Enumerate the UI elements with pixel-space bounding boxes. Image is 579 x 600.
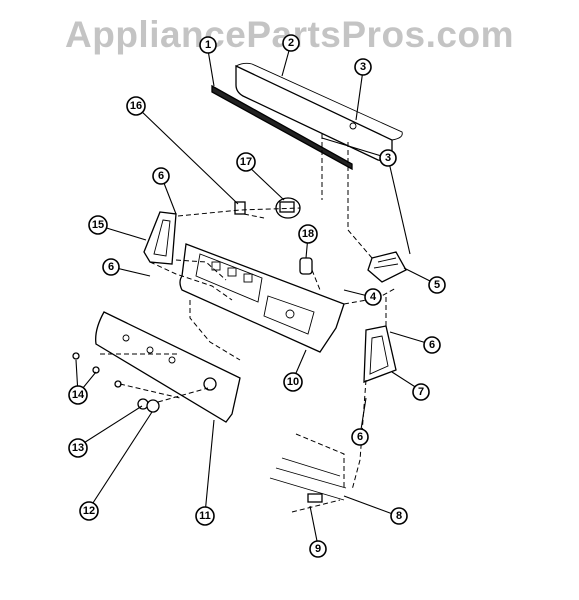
part-end-cap-right	[363, 325, 397, 383]
callout-label: 7	[418, 386, 424, 398]
callout-18: 18	[298, 224, 318, 244]
callout-7: 7	[412, 383, 430, 401]
callout-16: 16	[126, 96, 146, 116]
callout-13: 13	[68, 438, 88, 458]
callout-label: 6	[357, 431, 363, 443]
callout-label: 18	[302, 228, 314, 240]
part-end-cap-left	[143, 211, 177, 265]
callout-5: 5	[428, 276, 446, 294]
part-seal-strip	[211, 84, 353, 171]
callout-label: 5	[434, 279, 440, 291]
callout-label: 6	[429, 339, 435, 351]
callout-11: 11	[195, 506, 215, 526]
part-clip	[234, 201, 246, 215]
callout-label: 9	[315, 543, 321, 555]
part-timer	[367, 251, 407, 283]
callout-1: 1	[199, 36, 217, 54]
callout-6c: 6	[423, 336, 441, 354]
part-switch	[275, 197, 301, 219]
callout-12: 12	[79, 501, 99, 521]
callout-label: 8	[396, 510, 402, 522]
callout-3: 3	[354, 58, 372, 76]
callout-label: 10	[287, 376, 299, 388]
callout-label: 4	[370, 291, 377, 303]
callout-label: 6	[158, 170, 164, 182]
callout-label: 3	[385, 152, 391, 164]
callout-14: 14	[68, 385, 88, 405]
callout-label: 13	[72, 442, 84, 454]
callout-label: 1	[205, 39, 211, 51]
part-front-console	[95, 311, 241, 423]
callout-label: 14	[72, 389, 85, 401]
part-wiring-harness	[269, 433, 347, 513]
callout-9: 9	[309, 540, 327, 558]
callout-8: 8	[390, 507, 408, 525]
callout-4: 4	[364, 288, 382, 306]
callout-label: 17	[240, 156, 252, 168]
callout-15: 15	[88, 215, 108, 235]
callout-label: 15	[92, 219, 104, 231]
callout-10: 10	[283, 372, 303, 392]
part-buttons	[72, 352, 122, 388]
callout-6d: 6	[351, 428, 369, 446]
callout-label: 12	[83, 505, 95, 517]
callout-6a: 6	[152, 167, 170, 185]
assembly-lines	[100, 134, 397, 491]
callout-2: 2	[282, 34, 300, 52]
part-knob-assembly	[137, 398, 160, 413]
callout-label: 16	[130, 100, 142, 112]
callout-3b: 3	[379, 149, 397, 167]
part-control-panel	[179, 243, 345, 353]
callout-label: 11	[199, 510, 211, 522]
callout-label: 2	[288, 37, 294, 49]
part-knob-small	[299, 257, 313, 275]
callout-label: 6	[108, 261, 114, 273]
callout-label: 3	[360, 61, 366, 73]
callout-17: 17	[236, 152, 256, 172]
callout-6b: 6	[102, 258, 120, 276]
